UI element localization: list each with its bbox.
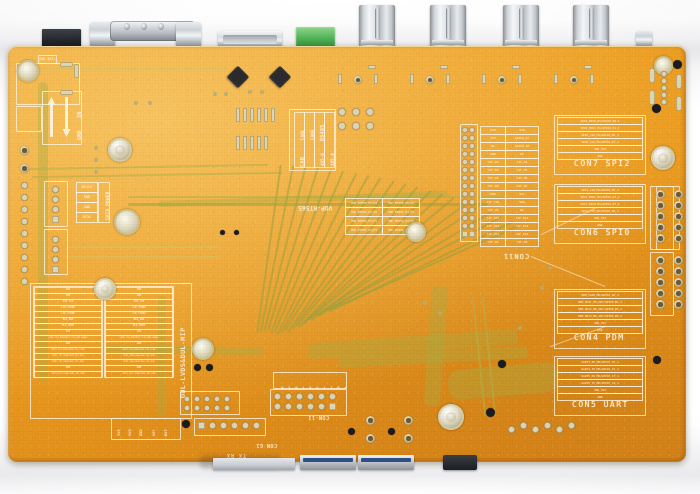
lvds-r15: MIPI_TX0_CLKN/LVDS_TX0_D0N xyxy=(105,371,173,378)
bottom-header-box-3 xyxy=(194,418,266,436)
bottom-header-box-1 xyxy=(180,391,240,415)
usb-port-a xyxy=(213,458,295,470)
sata-header-outline-2 xyxy=(44,229,68,275)
bnc-video-3 xyxy=(503,5,539,48)
ethernet-rj45-port xyxy=(42,29,81,48)
vga-shield-right xyxy=(176,22,201,48)
arrow-down-icon xyxy=(62,97,71,137)
hdmi-port xyxy=(218,31,282,48)
con5-title: CON5 UART xyxy=(572,401,629,409)
con6-outline xyxy=(554,184,646,244)
con11-header-outline xyxy=(460,124,478,242)
terminal-block-green xyxy=(296,27,335,48)
con5-pin-6: GND xyxy=(557,393,643,401)
sata-header-outline xyxy=(44,181,68,227)
vga-db15-port xyxy=(110,21,195,41)
arrow-up-icon xyxy=(47,97,56,137)
audio-jack xyxy=(443,455,477,470)
con7-title: CON7 SPI2 xyxy=(574,160,631,168)
con7-outline xyxy=(554,115,646,175)
sata-pin-dc5c: DC5C xyxy=(76,212,98,223)
mounting-hole-left-mid xyxy=(114,209,140,235)
con4-pin-6: GND xyxy=(557,326,643,334)
bottom-header-letters-box xyxy=(273,372,347,389)
gnd-label: GND BAT+ xyxy=(38,55,57,64)
mounting-hole-mid-left xyxy=(192,338,214,360)
con11-p15b: CIF_D8 xyxy=(505,238,539,247)
pad-silk-box-a xyxy=(16,106,42,132)
usb-port-c xyxy=(358,455,414,470)
con4-title: CON4 PDM xyxy=(574,334,625,342)
edge-connector-small xyxy=(636,31,652,48)
bnc-video-4 xyxy=(573,5,609,48)
con6-title: CON6 SPI0 xyxy=(574,229,631,237)
lvds-l15: MIPI_TX1_CLKN/LVDS_TX1_D0N xyxy=(34,371,102,378)
via-mid xyxy=(406,222,426,242)
usb-port-b xyxy=(300,455,356,470)
bottom-left-label-strip xyxy=(111,418,181,440)
con4-outline xyxy=(554,289,646,349)
con7-pin-6: GND xyxy=(557,152,643,160)
bottom-header-box-2 xyxy=(270,389,347,416)
bnc-video-1 xyxy=(359,5,395,48)
con5-outline xyxy=(554,356,646,416)
mounting-hole-tl xyxy=(17,60,39,82)
right-header-2-outline xyxy=(650,252,674,316)
bnc-video-2 xyxy=(430,5,466,48)
can-rs485-outline xyxy=(289,109,336,171)
con6-pin-6: GND xyxy=(557,221,643,229)
